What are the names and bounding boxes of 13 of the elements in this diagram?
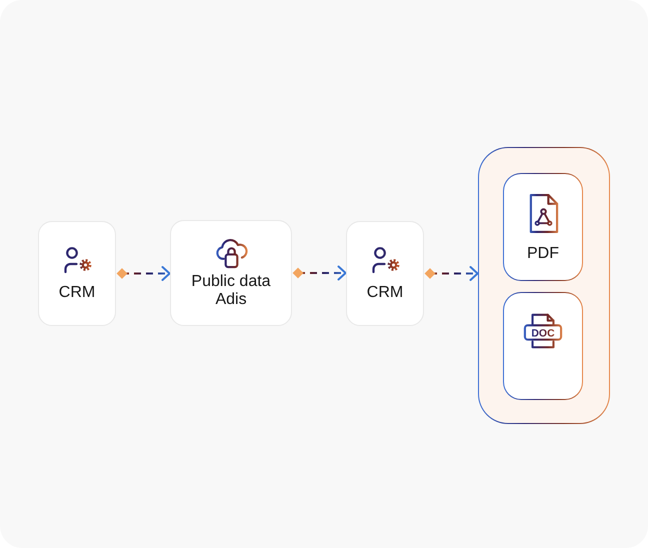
dashed-arrow (292, 266, 347, 280)
dashed-arrow (424, 266, 479, 281)
node-label: Public data Adis (190, 272, 272, 308)
system-box (38, 221, 116, 326)
output-group (478, 147, 610, 424)
system-box (346, 221, 424, 326)
node-label: CRM (58, 284, 96, 302)
node-label: CRM (366, 284, 404, 302)
dashed-arrow (116, 266, 171, 281)
node-label: PDF (527, 244, 559, 262)
file-format-card (503, 292, 583, 400)
file-format-card (503, 173, 583, 281)
data-source-box (170, 220, 292, 326)
